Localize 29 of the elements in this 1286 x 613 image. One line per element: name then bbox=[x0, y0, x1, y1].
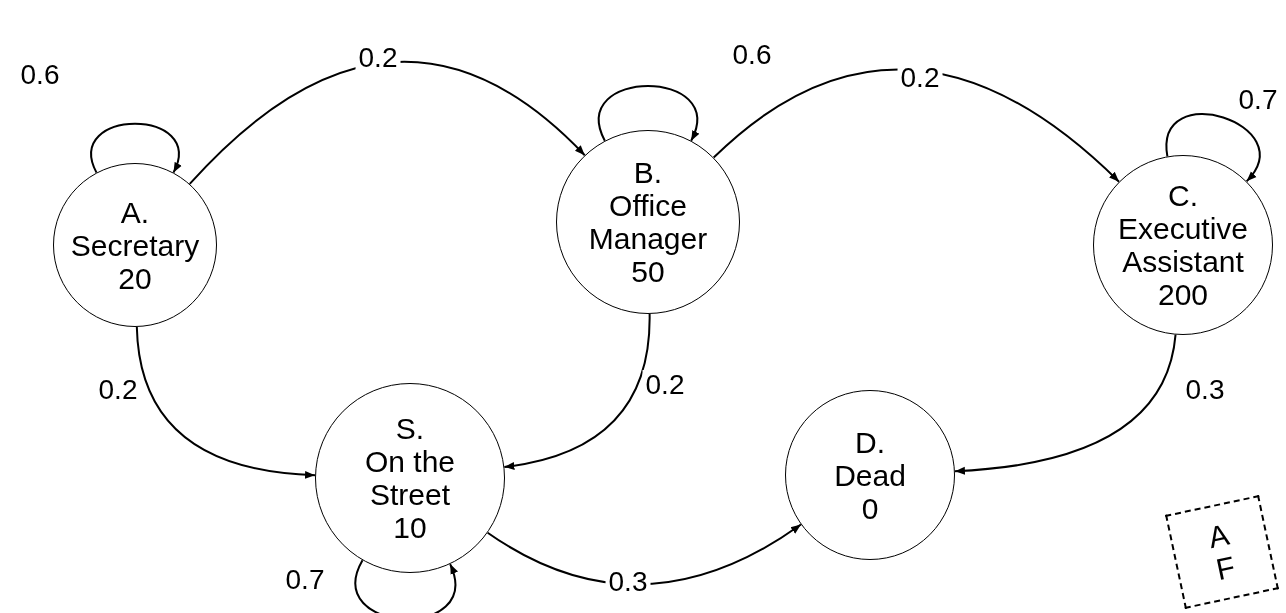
note-box bbox=[1165, 495, 1279, 609]
arrow bbox=[354, 559, 457, 613]
state-label: Assistant bbox=[1122, 245, 1244, 278]
arrow bbox=[503, 313, 651, 470]
arrow bbox=[90, 122, 181, 174]
state-label: Office bbox=[609, 189, 687, 222]
state-label: Secretary bbox=[70, 228, 200, 262]
arrow bbox=[598, 84, 699, 142]
arrow bbox=[953, 333, 1177, 475]
state-label: 20 bbox=[118, 261, 152, 295]
state-label: 200 bbox=[1157, 278, 1209, 311]
state-label: A F bbox=[1204, 516, 1239, 588]
state-label: A. bbox=[120, 195, 150, 229]
state-label: C. bbox=[1168, 179, 1198, 212]
state-label: Dead bbox=[834, 458, 906, 492]
state-label: Manager bbox=[588, 222, 708, 255]
state-label: 50 bbox=[631, 255, 665, 288]
state-label: 0 bbox=[861, 491, 879, 525]
arrow bbox=[1166, 113, 1261, 183]
arrow bbox=[712, 68, 1120, 183]
state-label: 10 bbox=[393, 511, 427, 544]
state-label: Street bbox=[369, 478, 450, 511]
state-label: S. bbox=[395, 412, 425, 445]
arrow bbox=[188, 61, 586, 185]
state-label: D. bbox=[855, 425, 885, 459]
state-label: Executive bbox=[1117, 212, 1249, 245]
arrow bbox=[135, 326, 317, 479]
state-label: B. bbox=[633, 156, 663, 189]
state-label: On the bbox=[364, 445, 456, 478]
